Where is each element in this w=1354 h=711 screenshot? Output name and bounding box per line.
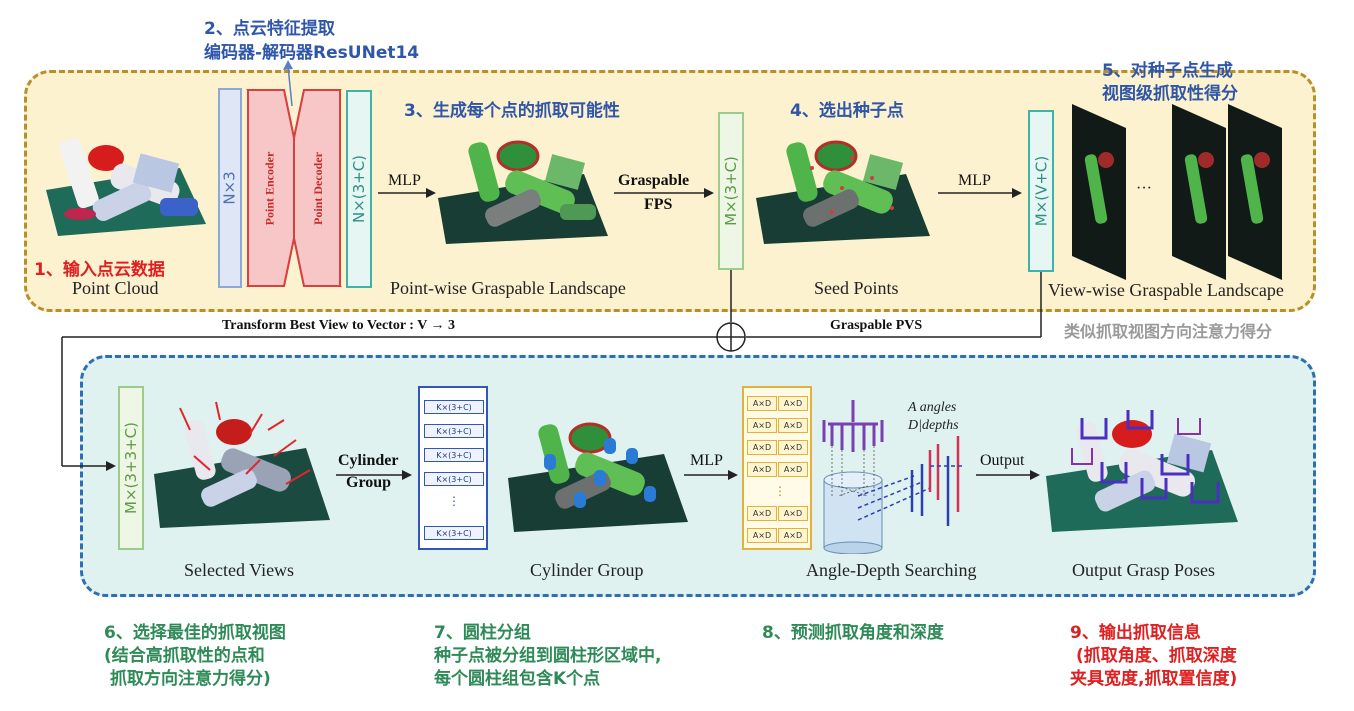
annotation-8: 8、预测抓取角度和深度	[762, 623, 944, 643]
k3c-cell-3: K×(3+C)	[424, 448, 484, 462]
ad-cell: A×D	[747, 528, 777, 543]
annotation-5-side: 类似抓取视图方向注意力得分	[1064, 322, 1273, 341]
annotation-2-title: 2、点云特征提取	[204, 19, 335, 39]
mlp-label-1: MLP	[388, 172, 421, 189]
ad-cell: A×D	[778, 418, 808, 433]
view-mvc-label: M×(V+C)	[1032, 155, 1050, 227]
ad-cell: A×D	[778, 440, 808, 455]
fps-arrow	[614, 188, 714, 198]
selected-m33c-block: M×(3+3+C)	[118, 386, 144, 550]
k3c-cell-1: K×(3+C)	[424, 400, 484, 414]
seed-m3c-label: M×(3+C)	[722, 156, 740, 226]
angle-depth-grid: A×D A×D A×D A×D A×D A×D A×D A×D ⋮ A×D A×…	[742, 386, 812, 550]
angles-label: A angles	[908, 400, 957, 415]
features-n3c-block: N×(3+C)	[346, 90, 372, 288]
seed-points-image	[756, 140, 930, 244]
encoder-decoder-block	[246, 89, 342, 287]
view-landscape-image-1	[1072, 104, 1126, 280]
caption-output-poses: Output Grasp Poses	[1072, 560, 1215, 580]
annotation-5-detail: 视图级抓取性得分	[1102, 84, 1238, 104]
annotation-4: 4、选出种子点	[790, 101, 904, 121]
annotation-7-title: 7、圆柱分组	[434, 623, 531, 643]
selected-m33c-label: M×(3+3+C)	[122, 422, 141, 514]
annotation-5-title: 5、对种子点生成	[1102, 61, 1233, 81]
point-decoder-label: Point Decoder	[310, 151, 325, 225]
graspable-landscape-image	[438, 140, 608, 244]
ad-cell: A×D	[778, 396, 808, 411]
k3c-cell-5: K×(3+C)	[424, 526, 484, 540]
input-n3-block: N×3	[218, 88, 242, 288]
annotation-1: 1、输入点云数据	[34, 260, 165, 280]
view-ellipsis: ···	[1136, 180, 1152, 197]
transform-label: Transform Best View to Vector : V → 3	[222, 318, 456, 333]
cylinder-label: Cylinder	[338, 452, 399, 469]
caption-selected-views: Selected Views	[184, 560, 295, 580]
point-encoder-label: Point Encoder	[262, 151, 277, 225]
caption-angle-depth: Angle-Depth Searching	[806, 560, 977, 580]
annotation-9-line2: (抓取角度、抓取深度	[1076, 646, 1237, 666]
group-label: Group	[346, 474, 392, 491]
view-landscape-image-2	[1172, 104, 1226, 280]
annotation-7-line2: 种子点被分组到圆柱形区域中,	[434, 646, 662, 666]
cylinder-group-arrow	[336, 470, 412, 480]
view-mvc-block: M×(V+C)	[1028, 110, 1054, 272]
fps-label: FPS	[644, 196, 673, 213]
ad-cell: A×D	[747, 462, 777, 477]
selected-views-image	[154, 401, 330, 528]
ad-cell: A×D	[778, 462, 808, 477]
caption-point-cloud: Point Cloud	[72, 278, 159, 298]
annotation-3: 3、生成每个点的抓取可能性	[404, 101, 620, 121]
seed-m3c-block: M×(3+C)	[718, 112, 744, 270]
output-label: Output	[980, 452, 1025, 469]
cylinder-group-image	[508, 422, 688, 532]
annotation-9-line3: 夹具宽度,抓取置信度)	[1070, 669, 1238, 689]
angle-depth-illustration	[822, 400, 964, 554]
graspable-label: Graspable	[618, 172, 690, 189]
k3c-cell-2: K×(3+C)	[424, 424, 484, 438]
ad-cell: A×D	[747, 396, 777, 411]
ad-cell: A×D	[778, 528, 808, 543]
point-cloud-image	[46, 137, 206, 236]
pvs-label: Graspable PVS	[830, 318, 923, 333]
mlp-label-2: MLP	[958, 172, 991, 189]
ad-cell: A×D	[778, 506, 808, 521]
caption-view-landscape: View-wise Graspable Landscape	[1048, 280, 1284, 300]
caption-seed: Seed Points	[814, 278, 899, 298]
output-grasp-poses-image	[1046, 410, 1238, 532]
mlp-arrow-1	[378, 188, 436, 198]
annotation-9-title: 9、输出抓取信息	[1070, 623, 1201, 643]
view-landscape-image-3	[1228, 104, 1282, 280]
annotation-2-pointer	[283, 60, 293, 107]
ad-cell: A×D	[747, 506, 777, 521]
annotation-2-detail: 编码器-解码器ResUNet14	[204, 43, 420, 63]
annotation-6-line3: 抓取方向注意力得分)	[110, 669, 271, 689]
mlp-arrow-3	[684, 470, 738, 480]
annotation-6-line2: (结合高抓取性的点和	[104, 646, 265, 666]
ad-ellipsis: ⋮	[774, 484, 786, 498]
output-arrow	[976, 470, 1040, 480]
k3c-ellipsis: ⋮	[448, 494, 460, 508]
cylinder-feature-stack: K×(3+C) K×(3+C) K×(3+C) K×(3+C) ⋮ K×(3+C…	[418, 386, 488, 550]
point-encoder: Point Encoder	[246, 88, 294, 288]
mlp-label-3: MLP	[690, 452, 723, 469]
caption-landscape: Point-wise Graspable Landscape	[390, 278, 626, 298]
features-n3c-label: N×(3+C)	[350, 154, 368, 224]
caption-cylinder-group: Cylinder Group	[530, 560, 644, 580]
annotation-7-line3: 每个圆柱组包含K个点	[434, 669, 601, 689]
ad-cell: A×D	[747, 418, 777, 433]
input-n3-label: N×3	[221, 171, 239, 205]
mlp-arrow-2	[938, 188, 1022, 198]
point-decoder: Point Decoder	[294, 88, 342, 288]
k3c-cell-4: K×(3+C)	[424, 472, 484, 486]
annotation-6-title: 6、选择最佳的抓取视图	[104, 623, 286, 643]
ad-cell: A×D	[747, 440, 777, 455]
depths-label: D|depths	[908, 418, 959, 433]
